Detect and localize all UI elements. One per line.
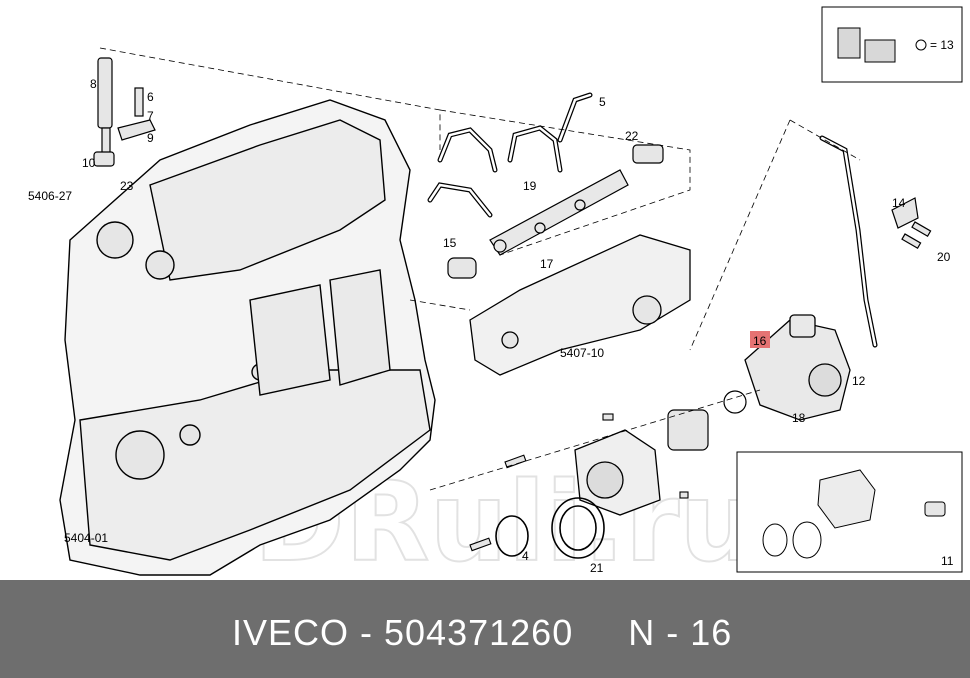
legend-box: = 13 bbox=[821, 6, 963, 83]
gasket-21[interactable] bbox=[551, 497, 605, 559]
oring-4[interactable] bbox=[495, 515, 529, 557]
legend-text: = 13 bbox=[930, 38, 954, 52]
inset-box-11[interactable] bbox=[736, 451, 963, 573]
exploded-view-area: ODRuli.ru bbox=[28, 6, 963, 580]
injector-clamp[interactable] bbox=[117, 87, 156, 141]
high-pressure-pump-16[interactable] bbox=[744, 314, 851, 421]
callout-5404-01: 5404-01 bbox=[64, 531, 108, 545]
pressure-sensor-22[interactable] bbox=[632, 144, 664, 164]
fuel-pipes-inner bbox=[428, 93, 592, 217]
callout-9: 9 bbox=[147, 131, 154, 145]
intake-manifold[interactable] bbox=[469, 234, 691, 376]
high-pressure-line-inner bbox=[820, 136, 877, 347]
dashed-leader-lines bbox=[99, 47, 861, 491]
injector-part[interactable] bbox=[93, 57, 115, 167]
callout-6: 6 bbox=[147, 90, 154, 104]
exploded-diagram: ODRuli.ru bbox=[28, 6, 963, 580]
callout-18: 18 bbox=[792, 411, 806, 425]
callout-5407-10: 5407-10 bbox=[560, 346, 604, 360]
callout-5406-27: 5406-27 bbox=[28, 189, 72, 203]
callout-14: 14 bbox=[892, 196, 906, 210]
callout-4: 4 bbox=[522, 549, 529, 563]
callout-5: 5 bbox=[599, 95, 606, 109]
pump-gear[interactable] bbox=[667, 390, 747, 451]
callout-10: 10 bbox=[82, 156, 96, 170]
studs-and-bolts[interactable] bbox=[469, 413, 689, 552]
fuel-rail[interactable] bbox=[489, 169, 629, 256]
callout-17: 17 bbox=[540, 257, 554, 271]
pump-housing-21[interactable] bbox=[574, 429, 661, 516]
bracket-14[interactable] bbox=[891, 197, 932, 250]
callout-22: 22 bbox=[625, 129, 639, 143]
callout-12: 12 bbox=[852, 374, 866, 388]
callout-labels: 8 6 7 9 10 23 5406-27 5 22 19 15 17 14 2… bbox=[28, 77, 954, 575]
callout-8: 8 bbox=[90, 77, 97, 91]
highlight-marker bbox=[750, 331, 770, 348]
callout-11: 11 bbox=[941, 554, 954, 568]
callout-21: 21 bbox=[590, 561, 604, 575]
callout-19: 19 bbox=[523, 179, 537, 193]
part-number-label: IVECO - 504371260 N - 16 bbox=[232, 612, 733, 653]
callout-20: 20 bbox=[937, 250, 951, 264]
sensor-15[interactable] bbox=[447, 257, 477, 279]
callout-23: 23 bbox=[120, 179, 134, 193]
callout-16: 16 bbox=[753, 334, 767, 348]
callout-15: 15 bbox=[443, 236, 457, 250]
callout-7: 7 bbox=[147, 109, 154, 123]
engine-block[interactable] bbox=[59, 99, 436, 576]
part-number-banner bbox=[0, 580, 970, 678]
